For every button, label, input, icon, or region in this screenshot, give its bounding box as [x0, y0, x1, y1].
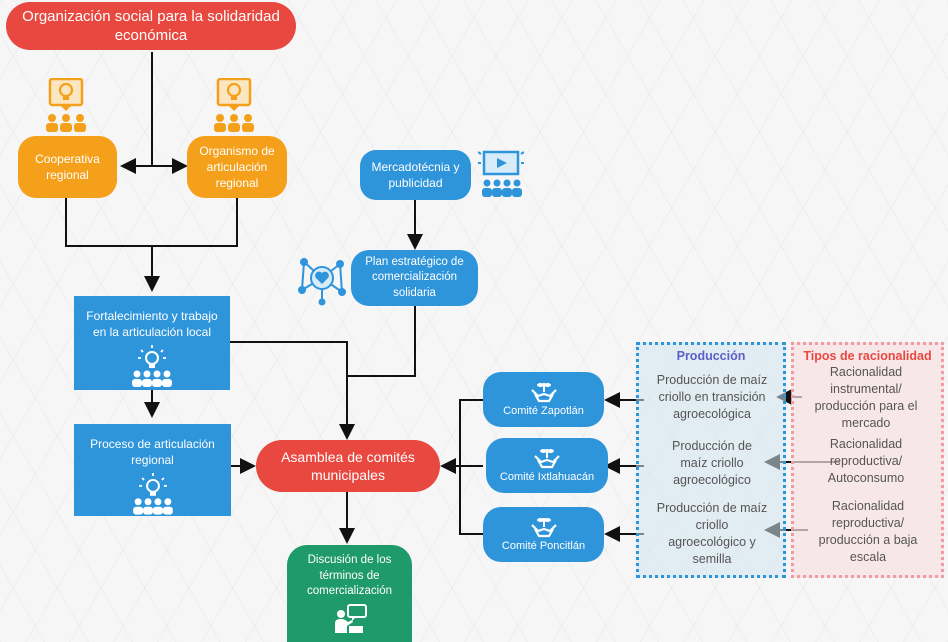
produccion-item: Producción de maíz criollo en transición… — [656, 373, 768, 421]
comite-poncitlan-node: Comité Poncitlán — [483, 507, 604, 562]
fortalecimiento-label: Fortalecimiento y trabajo en la articula… — [86, 309, 218, 340]
handshake-plant-icon — [530, 518, 557, 538]
racionalidad-item: Racionalidad reproductiva/ producción a … — [818, 499, 918, 564]
handshake-plant-icon — [530, 383, 557, 403]
produccion-item: Producción de maíz criollo agroecológico — [672, 439, 752, 487]
cooperativa-label: Cooperativa regional — [35, 151, 100, 182]
produccion-header: Producción — [676, 349, 746, 363]
plan-estrategico-node: Plan estratégico de comercialización sol… — [351, 250, 478, 306]
discusion-node: Discusión de los términos de comercializ… — [287, 545, 412, 642]
comite-ixtlahuacan-label: Comité Ixtlahuacán — [499, 471, 595, 484]
plan-label: Plan estratégico de comercialización sol… — [365, 255, 464, 299]
title-text: Organización social para la solidaridad … — [22, 7, 280, 45]
racionalidad-panel: Tipos de racionalidad — [791, 342, 944, 578]
produccion-panel: Producción — [636, 342, 786, 578]
idea-group-icon — [44, 77, 88, 139]
speaker-podium-icon — [334, 603, 367, 633]
racionalidad-item: Racionalidad reproductiva/ Autoconsumo — [827, 437, 905, 485]
bracket-regional — [65, 198, 238, 247]
mercadotecnia-label: Mercadotécnia y publicidad — [371, 159, 460, 190]
cooperativa-regional-node: Cooperativa regional — [18, 136, 117, 198]
produccion-item: Producción de maíz criollo agroecológico… — [656, 501, 768, 566]
connector-plan-asamblea — [347, 306, 416, 377]
idea-group-icon — [212, 77, 256, 139]
discusion-label: Discusión de los términos de comercializ… — [306, 554, 392, 598]
arrow-fortalecimiento-asamblea — [230, 341, 355, 440]
title-banner: Organización social para la solidaridad … — [6, 2, 296, 50]
comite-zapotlan-label: Comité Zapotlán — [503, 405, 584, 418]
fortalecimiento-node: Fortalecimiento y trabajo en la articula… — [74, 296, 230, 390]
network-heart-icon — [296, 254, 348, 311]
organismo-articulacion-node: Organismo de articulación regional — [187, 136, 287, 198]
proceso-label: Proceso de articulación regional — [90, 437, 215, 468]
racionalidad-item: Racionalidad instrumental/ producción pa… — [814, 365, 918, 430]
organismo-label: Organismo de articulación regional — [199, 143, 275, 191]
comite-ixtlahuacan-node: Comité Ixtlahuacán — [486, 438, 608, 493]
idea-team-icon — [132, 473, 173, 516]
asamblea-label: Asamblea de comités municipales — [281, 448, 415, 483]
racionalidad-header: Tipos de racionalidad — [803, 349, 932, 363]
idea-team-icon — [132, 345, 172, 388]
comite-poncitlan-label: Comité Poncitlán — [501, 540, 586, 553]
asamblea-node: Asamblea de comités municipales — [256, 440, 440, 492]
video-audience-icon — [477, 150, 525, 205]
handshake-plant-icon — [534, 449, 560, 469]
comite-zapotlan-node: Comité Zapotlán — [483, 372, 604, 427]
mercadotecnia-node: Mercadotécnia y publicidad — [360, 150, 471, 200]
proceso-articulacion-node: Proceso de articulación regional — [74, 424, 231, 516]
